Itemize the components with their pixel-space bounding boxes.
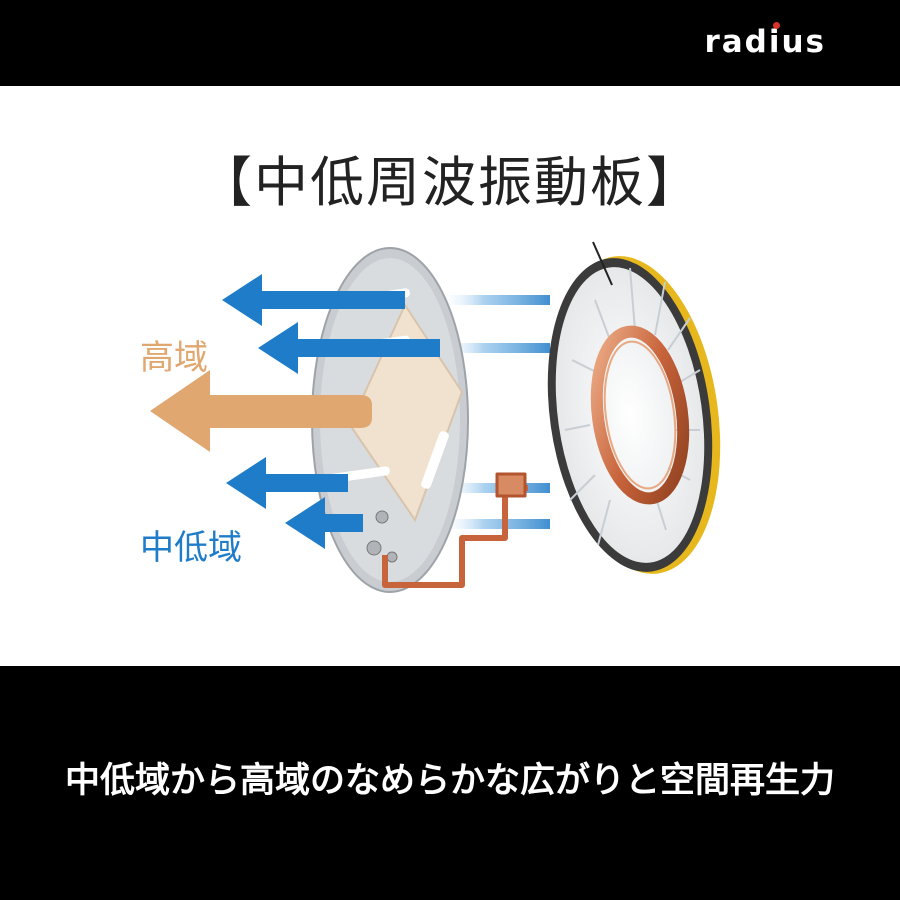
diagram-title: 【中低周波振動板】: [198, 151, 702, 214]
top-banner: radius: [0, 0, 900, 86]
high-frequency-arrow-icon: [150, 370, 372, 452]
dome-driver: [547, 256, 721, 574]
mid-low-frequency-label: 中低域: [140, 528, 242, 568]
mid-low-arrows: [222, 274, 440, 549]
driver-diagram: [150, 241, 721, 593]
mid-frequency-beams: [440, 295, 550, 529]
caption-text: 中低域から高域のなめらかな広がりと空間再生力: [64, 761, 835, 801]
high-frequency-label: 高域: [140, 338, 208, 378]
copper-lead-wire: [382, 472, 528, 588]
logo-dot-icon: [773, 22, 781, 29]
blue-arrow-icon: [285, 497, 363, 549]
blue-arrow-icon: [258, 322, 440, 374]
callout-line: [592, 241, 613, 286]
blue-arrow-icon: [226, 457, 348, 509]
blue-arrow-icon: [222, 274, 405, 326]
brand-logo-text: radius: [704, 24, 826, 60]
caption-banner: [0, 666, 900, 900]
brand-logo: radius: [704, 22, 826, 62]
